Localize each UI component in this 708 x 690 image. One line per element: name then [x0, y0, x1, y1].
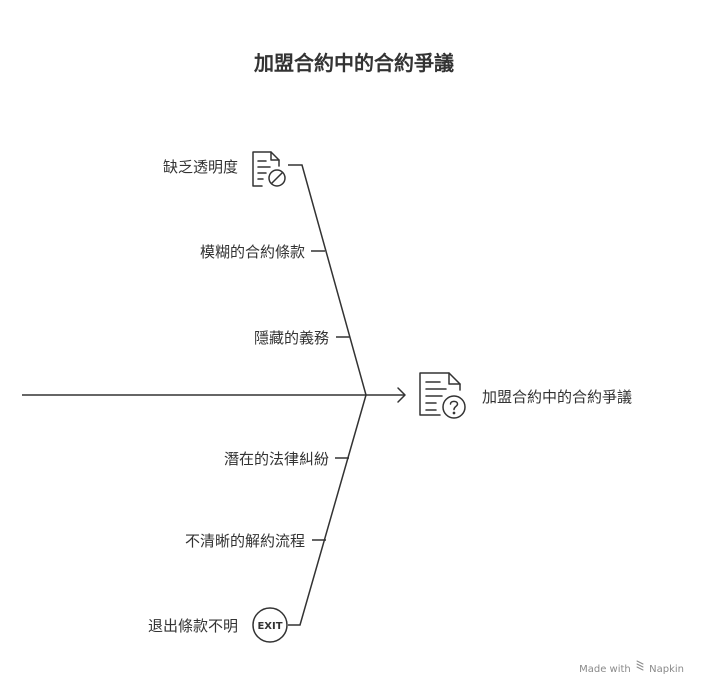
document-blocked-icon — [252, 151, 286, 187]
effect-label: 加盟合約中的合約爭議 — [482, 388, 633, 406]
lower-bone — [288, 394, 367, 626]
diagram-title: 加盟合約中的合約爭議 — [254, 51, 454, 75]
cause-label-termination-process: 不清晰的解約流程 — [184, 532, 305, 550]
exit-sign-text: EXIT — [257, 621, 282, 632]
exit-sign-icon: EXIT — [252, 607, 288, 643]
cause-label-legal-disputes: 潛在的法律糾紛 — [223, 450, 329, 468]
footer-brand: Napkin — [649, 664, 684, 675]
upper-bone — [288, 164, 367, 396]
document-question-icon — [419, 372, 466, 419]
cause-label-exit-terms: 退出條款不明 — [147, 617, 238, 635]
footer-credit[interactable]: Made with Napkin — [579, 664, 684, 675]
cause-label-vague-terms: 模糊的合約條款 — [199, 243, 305, 261]
spine-arrowhead — [397, 387, 406, 403]
napkin-logo-icon — [636, 660, 644, 671]
footer-made-with: Made with — [579, 664, 631, 675]
cause-label-hidden-obligations: 隱藏的義務 — [253, 329, 329, 347]
cause-label-transparency: 缺乏透明度 — [162, 158, 238, 176]
